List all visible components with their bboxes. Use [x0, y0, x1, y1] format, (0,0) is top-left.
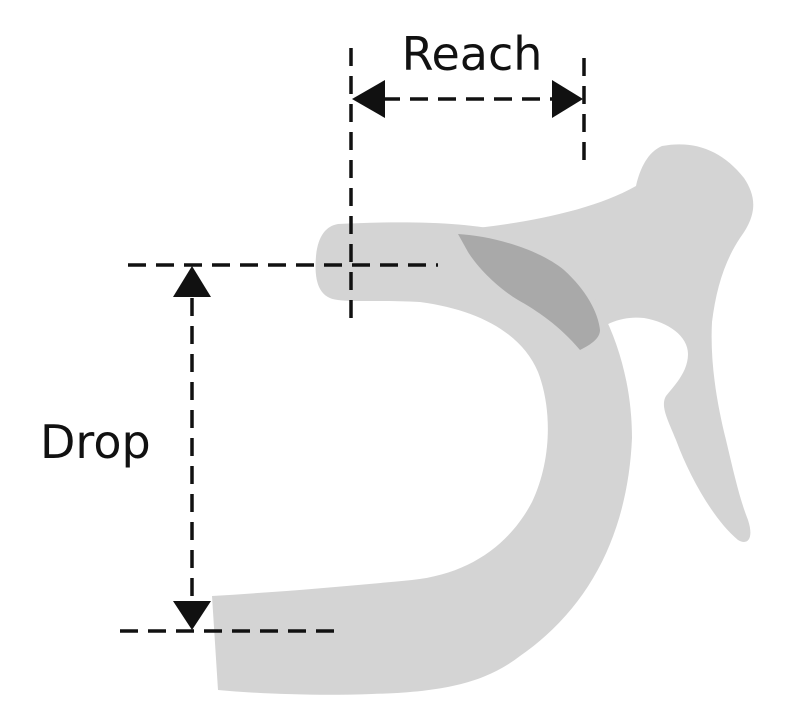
drop-top-arrow-icon: [173, 266, 211, 297]
reach-right-arrow-icon: [552, 80, 583, 118]
hood-overlap: [458, 234, 600, 350]
drop-label: Drop: [40, 415, 151, 469]
handlebar: [212, 222, 632, 695]
drop-bottom-arrow-icon: [173, 601, 211, 630]
reach-label: Reach: [402, 27, 543, 81]
reach-left-arrow-icon: [352, 80, 385, 118]
